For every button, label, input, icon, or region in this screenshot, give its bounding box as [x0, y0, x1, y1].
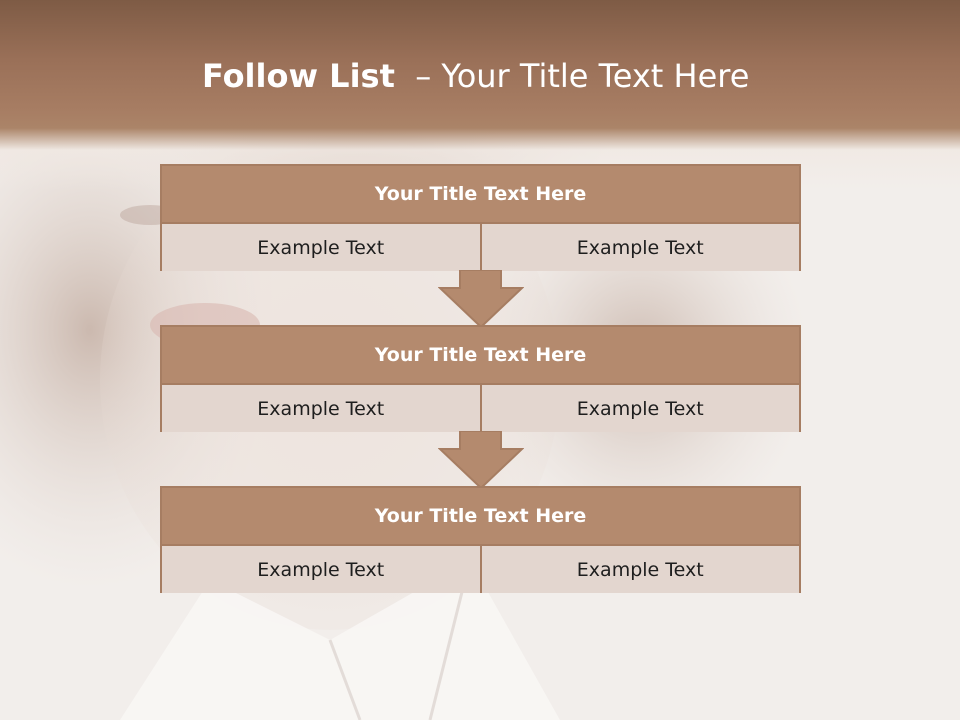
slide-title-strong: Follow List: [202, 57, 395, 95]
stage-box-3: Your Title Text Here Example Text Exampl…: [160, 486, 801, 593]
stage-box-1: Your Title Text Here Example Text Exampl…: [160, 164, 801, 271]
stage-body: Example Text Example Text: [162, 385, 799, 432]
stage-cell-right: Example Text: [481, 546, 799, 593]
stage-title: Your Title Text Here: [162, 327, 799, 385]
down-arrow-icon: [438, 270, 524, 328]
title-band: [0, 0, 960, 190]
slide-title: Follow List – Your Title Text Here: [202, 54, 749, 98]
stage-title: Your Title Text Here: [162, 488, 799, 546]
slide-title-subtitle: – Your Title Text Here: [394, 57, 750, 95]
down-arrow-icon: [438, 431, 524, 489]
stage-body: Example Text Example Text: [162, 224, 799, 271]
stage-title: Your Title Text Here: [162, 166, 799, 224]
stage-cell-right: Example Text: [481, 385, 799, 432]
stage-body: Example Text Example Text: [162, 546, 799, 593]
stage-box-2: Your Title Text Here Example Text Exampl…: [160, 325, 801, 432]
stage-cell-left: Example Text: [162, 546, 482, 593]
stage-cell-left: Example Text: [162, 385, 482, 432]
stage-cell-left: Example Text: [162, 224, 482, 271]
stage-cell-right: Example Text: [481, 224, 799, 271]
